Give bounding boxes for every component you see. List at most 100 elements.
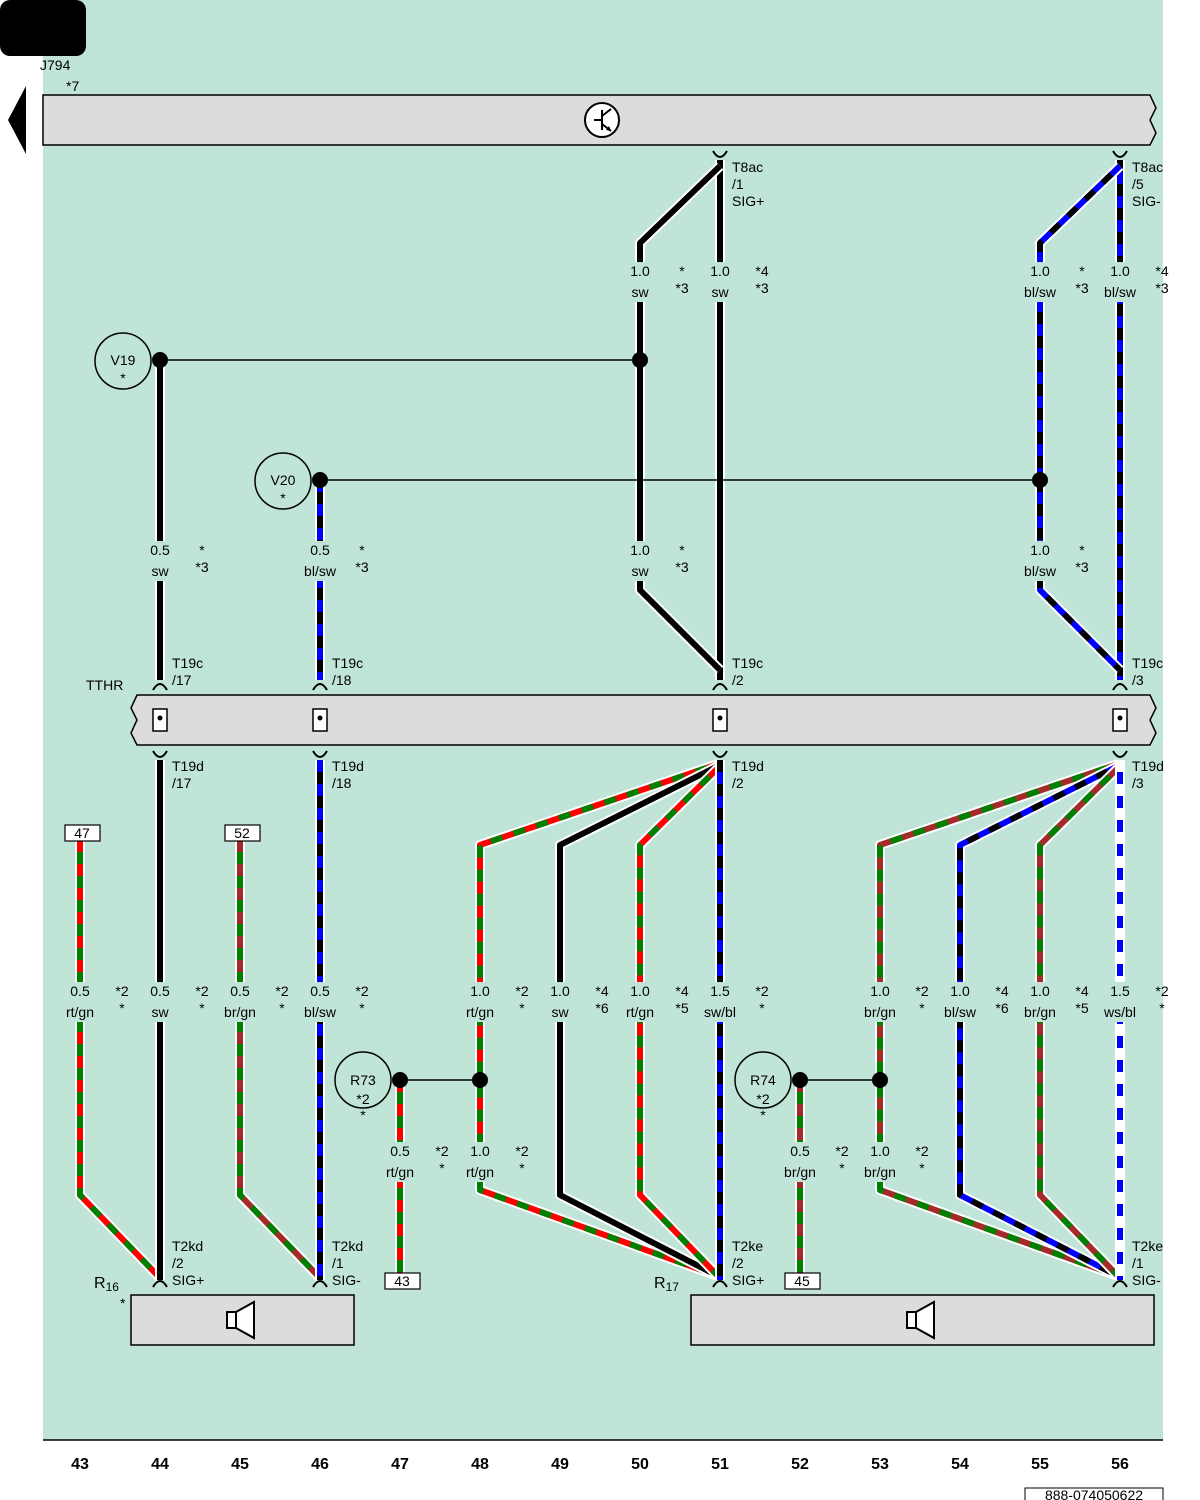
svg-text:*: * <box>839 1160 845 1176</box>
column-number: 54 <box>951 1456 969 1473</box>
connector-label-t2kd-1: SIG- <box>332 1272 361 1288</box>
svg-text:1.0: 1.0 <box>630 983 650 999</box>
connector-pin-icon <box>712 150 728 158</box>
svg-text:*2: *2 <box>195 983 208 999</box>
connector-label-t2ke-2: T2ke <box>732 1238 763 1254</box>
svg-text:*3: *3 <box>1075 559 1088 575</box>
svg-text:1.0: 1.0 <box>1030 542 1050 558</box>
svg-text:0.5: 0.5 <box>70 983 90 999</box>
connector-label-t2kd-2: T2kd <box>172 1238 203 1254</box>
column-number: 43 <box>71 1456 89 1473</box>
svg-text:*: * <box>1079 542 1085 558</box>
svg-text:*2: *2 <box>915 983 928 999</box>
svg-text:rt/gn: rt/gn <box>66 1004 94 1020</box>
connector-pin-icon <box>712 683 728 691</box>
wire-label-w53c: 1.0br/gn*2* <box>856 982 929 1022</box>
speaker-r17-label: R17 <box>654 1275 679 1294</box>
connector-label-t19d-2: /2 <box>732 775 744 791</box>
svg-text:bl/sw: bl/sw <box>304 563 337 579</box>
junction-dot <box>392 1072 408 1088</box>
svg-text:1.0: 1.0 <box>870 983 890 999</box>
svg-text:*4: *4 <box>1075 983 1088 999</box>
connector-label-t8ac-1: /1 <box>732 176 744 192</box>
drawing-id-box <box>1024 1487 1164 1500</box>
back-arrow-icon[interactable] <box>8 86 26 154</box>
junction-dot <box>1032 472 1048 488</box>
svg-text:*2: *2 <box>835 1143 848 1159</box>
svg-text:1.5: 1.5 <box>710 983 730 999</box>
connector-pin-icon <box>152 750 168 758</box>
svg-text:*2: *2 <box>275 983 288 999</box>
svg-text:rt/gn: rt/gn <box>626 1004 654 1020</box>
column-number: 46 <box>311 1456 329 1473</box>
wire-label-w52d: 0.5br/gn*2* <box>776 1142 849 1182</box>
svg-text:*: * <box>359 1000 365 1016</box>
wire-label-w45c: 0.5br/gn*2* <box>216 982 289 1022</box>
svg-text:1.0: 1.0 <box>630 263 650 279</box>
v19-note: * <box>120 370 126 386</box>
svg-text:*5: *5 <box>675 1000 688 1016</box>
connector-label-t8ac-1: T8ac <box>732 159 763 175</box>
svg-text:*3: *3 <box>755 280 768 296</box>
svg-text:*4: *4 <box>595 983 608 999</box>
connector-housing-label: TTHR <box>86 677 123 693</box>
ref-box-43: 43 <box>384 1272 421 1290</box>
svg-text:*2: *2 <box>1155 983 1168 999</box>
svg-text:*: * <box>679 542 685 558</box>
r74-component: R74 *2 * <box>734 1051 792 1123</box>
connector-label-t2kd-2: /2 <box>172 1255 184 1271</box>
svg-text:52: 52 <box>234 825 250 841</box>
svg-text:1.0: 1.0 <box>870 1143 890 1159</box>
svg-text:*4: *4 <box>1155 263 1168 279</box>
page-tab[interactable] <box>0 0 86 56</box>
connector-label-t2ke-2: SIG+ <box>732 1272 764 1288</box>
svg-text:1.0: 1.0 <box>1030 263 1050 279</box>
svg-text:1.5: 1.5 <box>1110 983 1130 999</box>
wire-label-w55c: 1.0br/gn*4*5 <box>1016 982 1089 1022</box>
svg-text:bl/sw: bl/sw <box>944 1004 977 1020</box>
wire-55-upper <box>1035 162 1124 674</box>
svg-text:*6: *6 <box>995 1000 1008 1016</box>
housing-pin-icon <box>712 708 728 732</box>
column-number: 53 <box>871 1456 889 1473</box>
connector-pin-icon <box>312 750 328 758</box>
svg-text:*: * <box>759 1000 765 1016</box>
column-number: 51 <box>711 1456 729 1473</box>
ref-box-52: 52 <box>224 824 261 842</box>
column-number: 47 <box>391 1456 409 1473</box>
svg-text:*: * <box>119 1000 125 1016</box>
wire-label-w47d: 0.5rt/gn*2* <box>376 1142 449 1182</box>
svg-text:0.5: 0.5 <box>790 1143 810 1159</box>
svg-text:1.0: 1.0 <box>630 542 650 558</box>
connector-pin-icon <box>1112 750 1128 758</box>
connector-label-t19d-3: /3 <box>1132 775 1144 791</box>
junction-dot <box>472 1072 488 1088</box>
column-number: 52 <box>791 1456 809 1473</box>
connector-pin-icon <box>312 1280 328 1288</box>
svg-text:1.0: 1.0 <box>550 983 570 999</box>
wire-label-w44c: 0.5sw*2* <box>136 982 209 1022</box>
v19-component: V19 * <box>94 332 152 390</box>
r73-label: R73 <box>350 1072 376 1088</box>
svg-text:ws/bl: ws/bl <box>1103 1004 1136 1020</box>
speaker-r17-icon <box>906 1300 935 1340</box>
svg-text:*: * <box>919 1160 925 1176</box>
svg-text:*: * <box>1079 263 1085 279</box>
svg-text:0.5: 0.5 <box>150 983 170 999</box>
svg-text:*: * <box>279 1000 285 1016</box>
svg-text:0.5: 0.5 <box>310 542 330 558</box>
connector-label-t19c-2: /2 <box>732 672 744 688</box>
svg-text:1.0: 1.0 <box>470 1143 490 1159</box>
connector-label-t19d-18: T19d <box>332 758 364 774</box>
v20-label: V20 <box>271 472 296 488</box>
svg-text:rt/gn: rt/gn <box>386 1164 414 1180</box>
svg-text:bl/sw: bl/sw <box>1104 284 1137 300</box>
connector-pin-icon <box>712 750 728 758</box>
svg-text:1.0: 1.0 <box>1030 983 1050 999</box>
connector-label-t8ac-5: T8ac <box>1132 159 1163 175</box>
component-note: *7 <box>66 78 79 94</box>
wire-label-w55a: 1.0bl/sw**3 <box>1016 262 1089 302</box>
speaker-r16-label: R16 <box>94 1275 119 1294</box>
